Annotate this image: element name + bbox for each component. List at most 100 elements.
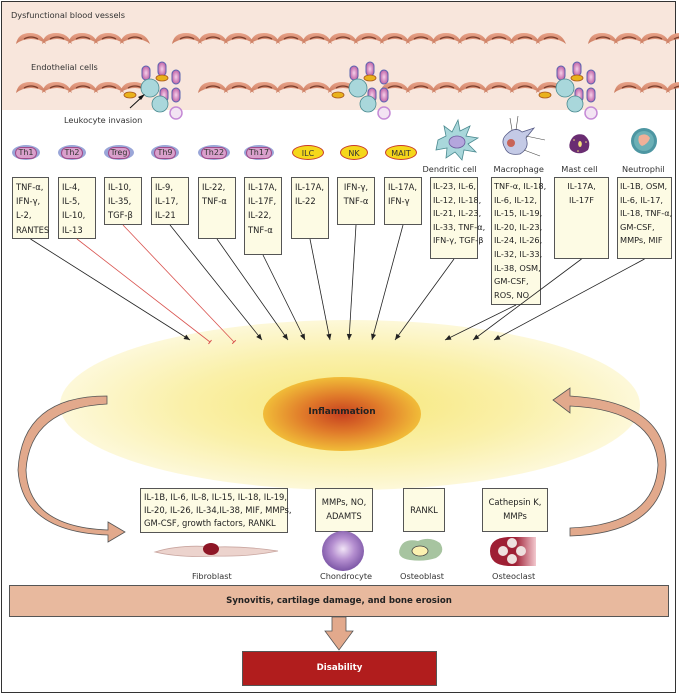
macrophage-label: Macrophage (493, 164, 544, 174)
cytokine-line: IL-22 (295, 196, 316, 207)
cytokine-line: GM-CSF, (494, 276, 529, 287)
endothelial-cell (458, 33, 488, 44)
endothelial-cell (406, 33, 436, 44)
endothelial-cell (510, 82, 540, 93)
inhibition-line (76, 238, 211, 343)
invasion-label: Leukocyte invasion (64, 115, 143, 125)
cytokine-line: IL-22, (248, 210, 272, 221)
arrowhead-icon (346, 333, 352, 340)
neutrophil-icon (631, 128, 657, 154)
cell-name: Treg (107, 147, 131, 159)
cytokine-line: IL-32, IL-33, (494, 248, 543, 259)
cytokine-line: IL-1B, OSM, (620, 181, 668, 191)
cell-name: ILC (301, 149, 315, 158)
cytokine-line: IL-13 (62, 224, 83, 235)
endothelial-cell (406, 82, 436, 93)
th2-cell-icon: Th2 (58, 145, 86, 160)
cell-name: MAIT (391, 149, 411, 158)
activation-arrow (216, 238, 289, 341)
endothelial-cell (94, 82, 124, 93)
cytokine-line: IL-21 (155, 210, 176, 221)
endothelial-cell (276, 33, 306, 44)
cytokine-line: IL-10, (108, 182, 132, 192)
endothelial-cell (432, 33, 462, 44)
invasion-arrowhead (138, 94, 145, 100)
activation-arrow (169, 224, 263, 341)
activation-arrow (371, 224, 404, 341)
osteoclast-icon (490, 537, 536, 566)
endothelial-cell (16, 82, 46, 93)
arrowhead-icon (256, 333, 262, 340)
inflammation-core (263, 377, 421, 451)
chondrocyte-icon (322, 531, 364, 571)
cytokine-box-th22: IL-22,TNF-α (198, 177, 236, 239)
mediator-line: MMPs (503, 511, 527, 521)
cytokine-line: L-2, (16, 210, 32, 221)
chondrocyte-label: Chondrocyte (320, 571, 373, 581)
endothelial-cell (380, 33, 410, 44)
ilc-cell-icon: ILC (292, 145, 324, 160)
endothelial-cell (42, 82, 72, 93)
cytokine-line: IL-17A, (388, 182, 418, 192)
cytokine-line: IFN-γ, (16, 196, 41, 207)
th22-cell-icon: Th22 (198, 145, 230, 160)
treg-cell-icon: Treg (104, 145, 134, 160)
endothelial-cell (354, 33, 384, 44)
cytokine-line: IL-17A, (248, 182, 278, 192)
mediator-line: RANKL (410, 505, 438, 515)
arrowhead-icon (445, 335, 452, 340)
leukocyte-cluster (123, 61, 183, 120)
endothelial-cell (68, 33, 98, 44)
neutrophil-label: Neutrophil (622, 164, 665, 174)
macrophage-icon (502, 115, 546, 157)
osteoclast-mediators: Cathepsin K, MMPs (482, 488, 548, 532)
arrowhead-icon (183, 334, 190, 340)
cytokine-box-neutrophil: IL-1B, OSM,IL-6, IL-17,IL-18, TNF-α,GM-C… (617, 177, 672, 259)
leukocyte-clusters (123, 61, 598, 120)
cytokine-line: IL-17F (569, 194, 594, 205)
cytokine-line: IL-21, IL-23, (433, 208, 482, 219)
mediator-line: IL-20, IL-26, IL-34,IL-38, MIF, MMPs, (144, 505, 292, 515)
activation-arrow (493, 258, 645, 341)
cytokine-line: IL-4, (62, 182, 81, 192)
endothelial-cell (458, 82, 488, 93)
cytokine-box-nk: IFN-γ,TNF-α (337, 177, 375, 225)
mediator-line: ADAMTS (326, 511, 362, 521)
cell-name: Th9 (154, 147, 176, 159)
osteoclast-nucleus (507, 538, 517, 548)
mast-label: Mast cell (561, 164, 598, 174)
endothelial-label: Endothelial cells (31, 62, 98, 72)
arrowhead-icon (494, 334, 501, 340)
feedback-arrow-left (17, 395, 126, 543)
cell-name: Th22 (200, 147, 228, 159)
endothelial-cell (666, 33, 679, 44)
endothelial-cell (614, 33, 644, 44)
cytokine-line: IL-17A, (295, 182, 325, 192)
osteoclast-label: Osteoclast (492, 571, 536, 581)
cytokine-box-dendritic-cell: IL-23, IL-6,IL-12, IL-18,IL-21, IL-23,IL… (430, 177, 485, 259)
activation-arrow (394, 258, 455, 341)
endothelial-cell (328, 33, 358, 44)
endothelial-cell (224, 82, 254, 93)
endothelial-cell (172, 33, 202, 44)
endothelial-cell (614, 82, 644, 93)
endothelial-cell (276, 82, 306, 93)
osteoblast-nucleus (411, 545, 429, 557)
cytokine-line: GM-CSF, (620, 221, 655, 232)
endothelial-cell (42, 33, 72, 44)
fibroblast-mediators: IL-1B, IL-6, IL-8, IL-15, IL-18, IL-19, … (140, 488, 292, 533)
endothelial-cell (302, 82, 332, 93)
cytokine-line: IFN-γ (388, 196, 410, 207)
cytokine-line: IL-24, IL-26, (494, 235, 543, 246)
cytokine-line: IL-17A, (567, 181, 596, 191)
damage-outcome-bar: Synovitis, cartilage damage, and bone er… (9, 585, 669, 617)
endothelial-cell (198, 82, 228, 93)
inhibition-line (122, 224, 235, 343)
endothelial-cell (484, 82, 514, 93)
cytokine-line: IL-15, IL-19, (494, 208, 543, 219)
osteoclast-nucleus (516, 546, 526, 556)
mast-cell-icon (569, 134, 590, 154)
endothelial-cell (120, 33, 150, 44)
cytokine-box-macrophage: TNF-α, IL-18,IL-6, IL-12,IL-15, IL-19,IL… (491, 177, 546, 305)
